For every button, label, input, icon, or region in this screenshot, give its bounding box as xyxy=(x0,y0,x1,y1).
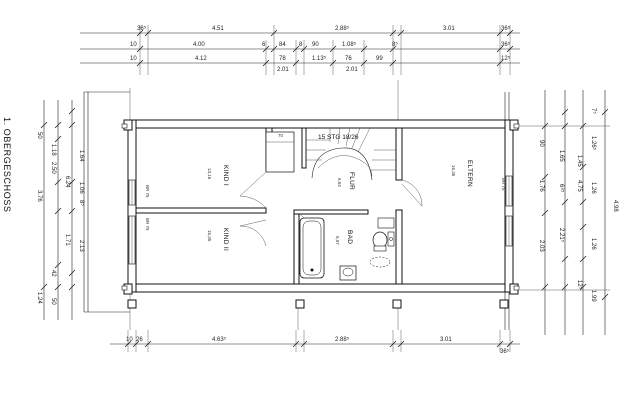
room-eltern-area: 16,45 xyxy=(451,165,456,177)
dim-right-b: 1.26⁵ xyxy=(590,136,597,151)
dim-bottom-e: 3.01 xyxy=(440,337,452,343)
dim-left-b: 50 xyxy=(36,132,42,139)
dim-top-2-h: 8⁵ xyxy=(392,41,398,48)
room-kind2-area: 15,35 xyxy=(207,230,212,242)
room-eltern-name: ELTERN xyxy=(466,160,473,187)
dim-top-3-i: 2.01 xyxy=(346,67,358,73)
bottom-dimension-chain: 10 26 4.63⁵ 2.88⁵ 3.01 36⁵ xyxy=(110,330,520,355)
dim-left-i: 1.71 xyxy=(64,234,70,246)
windows: BR 75 BR 75 BR 75 xyxy=(128,175,513,265)
wall-kind2-bad xyxy=(293,212,300,285)
bathtub xyxy=(299,217,325,279)
dim-right-g: 4.75 xyxy=(576,180,582,192)
dim-left-a: 1.64 xyxy=(78,150,84,162)
dim-left-f: 1.06 xyxy=(78,182,84,194)
dim-right-m: 1.26 xyxy=(590,238,596,250)
dim-top-1-c: 2.88⁵ xyxy=(335,25,350,32)
wall-top xyxy=(127,119,515,129)
dim-top-1-b: 4.51 xyxy=(212,26,224,32)
dim-right-o: 12⁵ xyxy=(576,280,583,290)
dim-top-3-f: 99 xyxy=(376,56,383,62)
dim-bottom-a: 10 xyxy=(126,337,133,343)
room-bad-area: 5,97 xyxy=(335,236,340,245)
dim-right-k: 2.03 xyxy=(538,240,544,252)
bathroom-fixtures xyxy=(299,217,395,281)
dim-top-3-e: 76 xyxy=(345,56,352,62)
dim-right-n: 1.99 xyxy=(590,290,596,302)
dim-top-1-a: 36⁵ xyxy=(137,25,147,32)
dim-right-h: 1.45 xyxy=(576,155,582,167)
dim-right-i: 1.26 xyxy=(590,182,596,194)
wall-bottom xyxy=(127,283,515,293)
wall-markers xyxy=(121,123,520,291)
dim-top-2-c: 6 xyxy=(262,42,266,48)
room-kind1-name: KIND I xyxy=(222,165,229,186)
dim-bottom-b: 26 xyxy=(136,337,143,343)
dim-right-a: 7⁵ xyxy=(590,108,597,114)
dim-right-d: 1.65 xyxy=(558,150,564,162)
wall-kind1-kind2 xyxy=(135,207,267,214)
dim-top-3-d: 1.13⁵ xyxy=(312,55,327,62)
dim-top-3-a: 10 xyxy=(130,56,137,62)
wall-stair-left xyxy=(301,127,307,169)
dim-right-c: 90 xyxy=(538,140,544,147)
dim-top-3-g: 12⁵ xyxy=(501,55,511,62)
dim-right-l: 2.21⁵ xyxy=(558,228,565,243)
dim-top-2-f: 90 xyxy=(312,42,319,48)
stair-label: 15 STG 18/26 xyxy=(318,134,359,141)
toilet xyxy=(372,231,388,249)
room-flur-name: FLUR xyxy=(348,172,355,190)
dim-left-j: 2.13 xyxy=(78,240,84,252)
room-labels: KIND I 13,15 KIND II 15,35 FLUR 6,64 BAD… xyxy=(207,160,473,251)
closet-kind1: 70 xyxy=(265,131,295,173)
dim-top-2-g: 1.08⁵ xyxy=(342,41,357,48)
wall-flur-eltern-upper xyxy=(395,127,403,181)
top-dimension-chain: 36⁵ 4.51 2.88⁵ 3.01 36⁵ 10 4.00 6 84 8 9… xyxy=(80,25,520,75)
staircase: 15 STG 18/26 xyxy=(305,127,396,181)
dim-bottom-f: 36⁵ xyxy=(500,348,510,355)
dim-right-f: 6⁸⁵ xyxy=(558,184,565,193)
dim-top-1-d: 3.01 xyxy=(443,26,455,32)
dim-bottom-c: 4.63⁵ xyxy=(212,336,227,343)
dim-left-g: 8⁵ xyxy=(78,200,85,206)
dim-top-3-c: 78 xyxy=(279,56,286,62)
dim-top-2-b: 4.00 xyxy=(193,42,205,48)
room-kind2-name: KIND II xyxy=(222,228,229,251)
dim-right-e: 1.76 xyxy=(538,180,544,192)
dim-top-2-e: 8 xyxy=(299,42,303,48)
dim-left-m: 1.24 xyxy=(36,292,42,304)
doors xyxy=(239,171,423,247)
floor-title: 1. OBERGESCHOSS xyxy=(2,117,12,213)
dim-right-j: 4.98 xyxy=(612,200,618,212)
wall-left xyxy=(127,119,137,293)
right-dimension-chain: 7⁵ 1.26⁵ 90 1.65 1.76 6⁸⁵ 4.75 1.45 1.26… xyxy=(520,90,618,335)
window-note-1: BR 75 xyxy=(145,185,150,198)
left-dimension-chain: 1.64 50 1.18 2.50 6.24 1.06 8⁵ 3.76 1.71… xyxy=(36,100,85,320)
dim-top-2-a: 10 xyxy=(130,42,137,48)
dim-left-k: 42 xyxy=(50,270,56,277)
dim-left-h: 3.76 xyxy=(36,190,42,202)
closet-label: 70 xyxy=(278,133,284,138)
dim-top-3-b: 4.12 xyxy=(195,56,207,62)
window-note-2: BR 75 xyxy=(145,218,150,231)
wall-flur-bad xyxy=(293,209,369,215)
dim-top-2-d: 84 xyxy=(279,42,286,48)
dim-left-c: 1.18 xyxy=(50,144,56,156)
room-bad-name: BAD xyxy=(346,230,353,244)
room-kind1-area: 13,15 xyxy=(207,168,212,180)
dim-left-d: 2.50 xyxy=(50,162,56,174)
dim-top-1-e: 36⁵ xyxy=(501,25,511,32)
window-note-3: BR 75 xyxy=(501,178,506,191)
room-flur-area: 6,64 xyxy=(337,178,342,187)
wall-bad-eltern xyxy=(395,209,403,285)
dim-left-e: 6.24 xyxy=(64,176,70,188)
dim-top-3-h: 2.01 xyxy=(277,67,289,73)
dim-top-2-i: 36⁵ xyxy=(501,41,511,48)
dim-left-l: 50 xyxy=(50,298,56,305)
dim-bottom-d: 2.88⁵ xyxy=(335,336,350,343)
